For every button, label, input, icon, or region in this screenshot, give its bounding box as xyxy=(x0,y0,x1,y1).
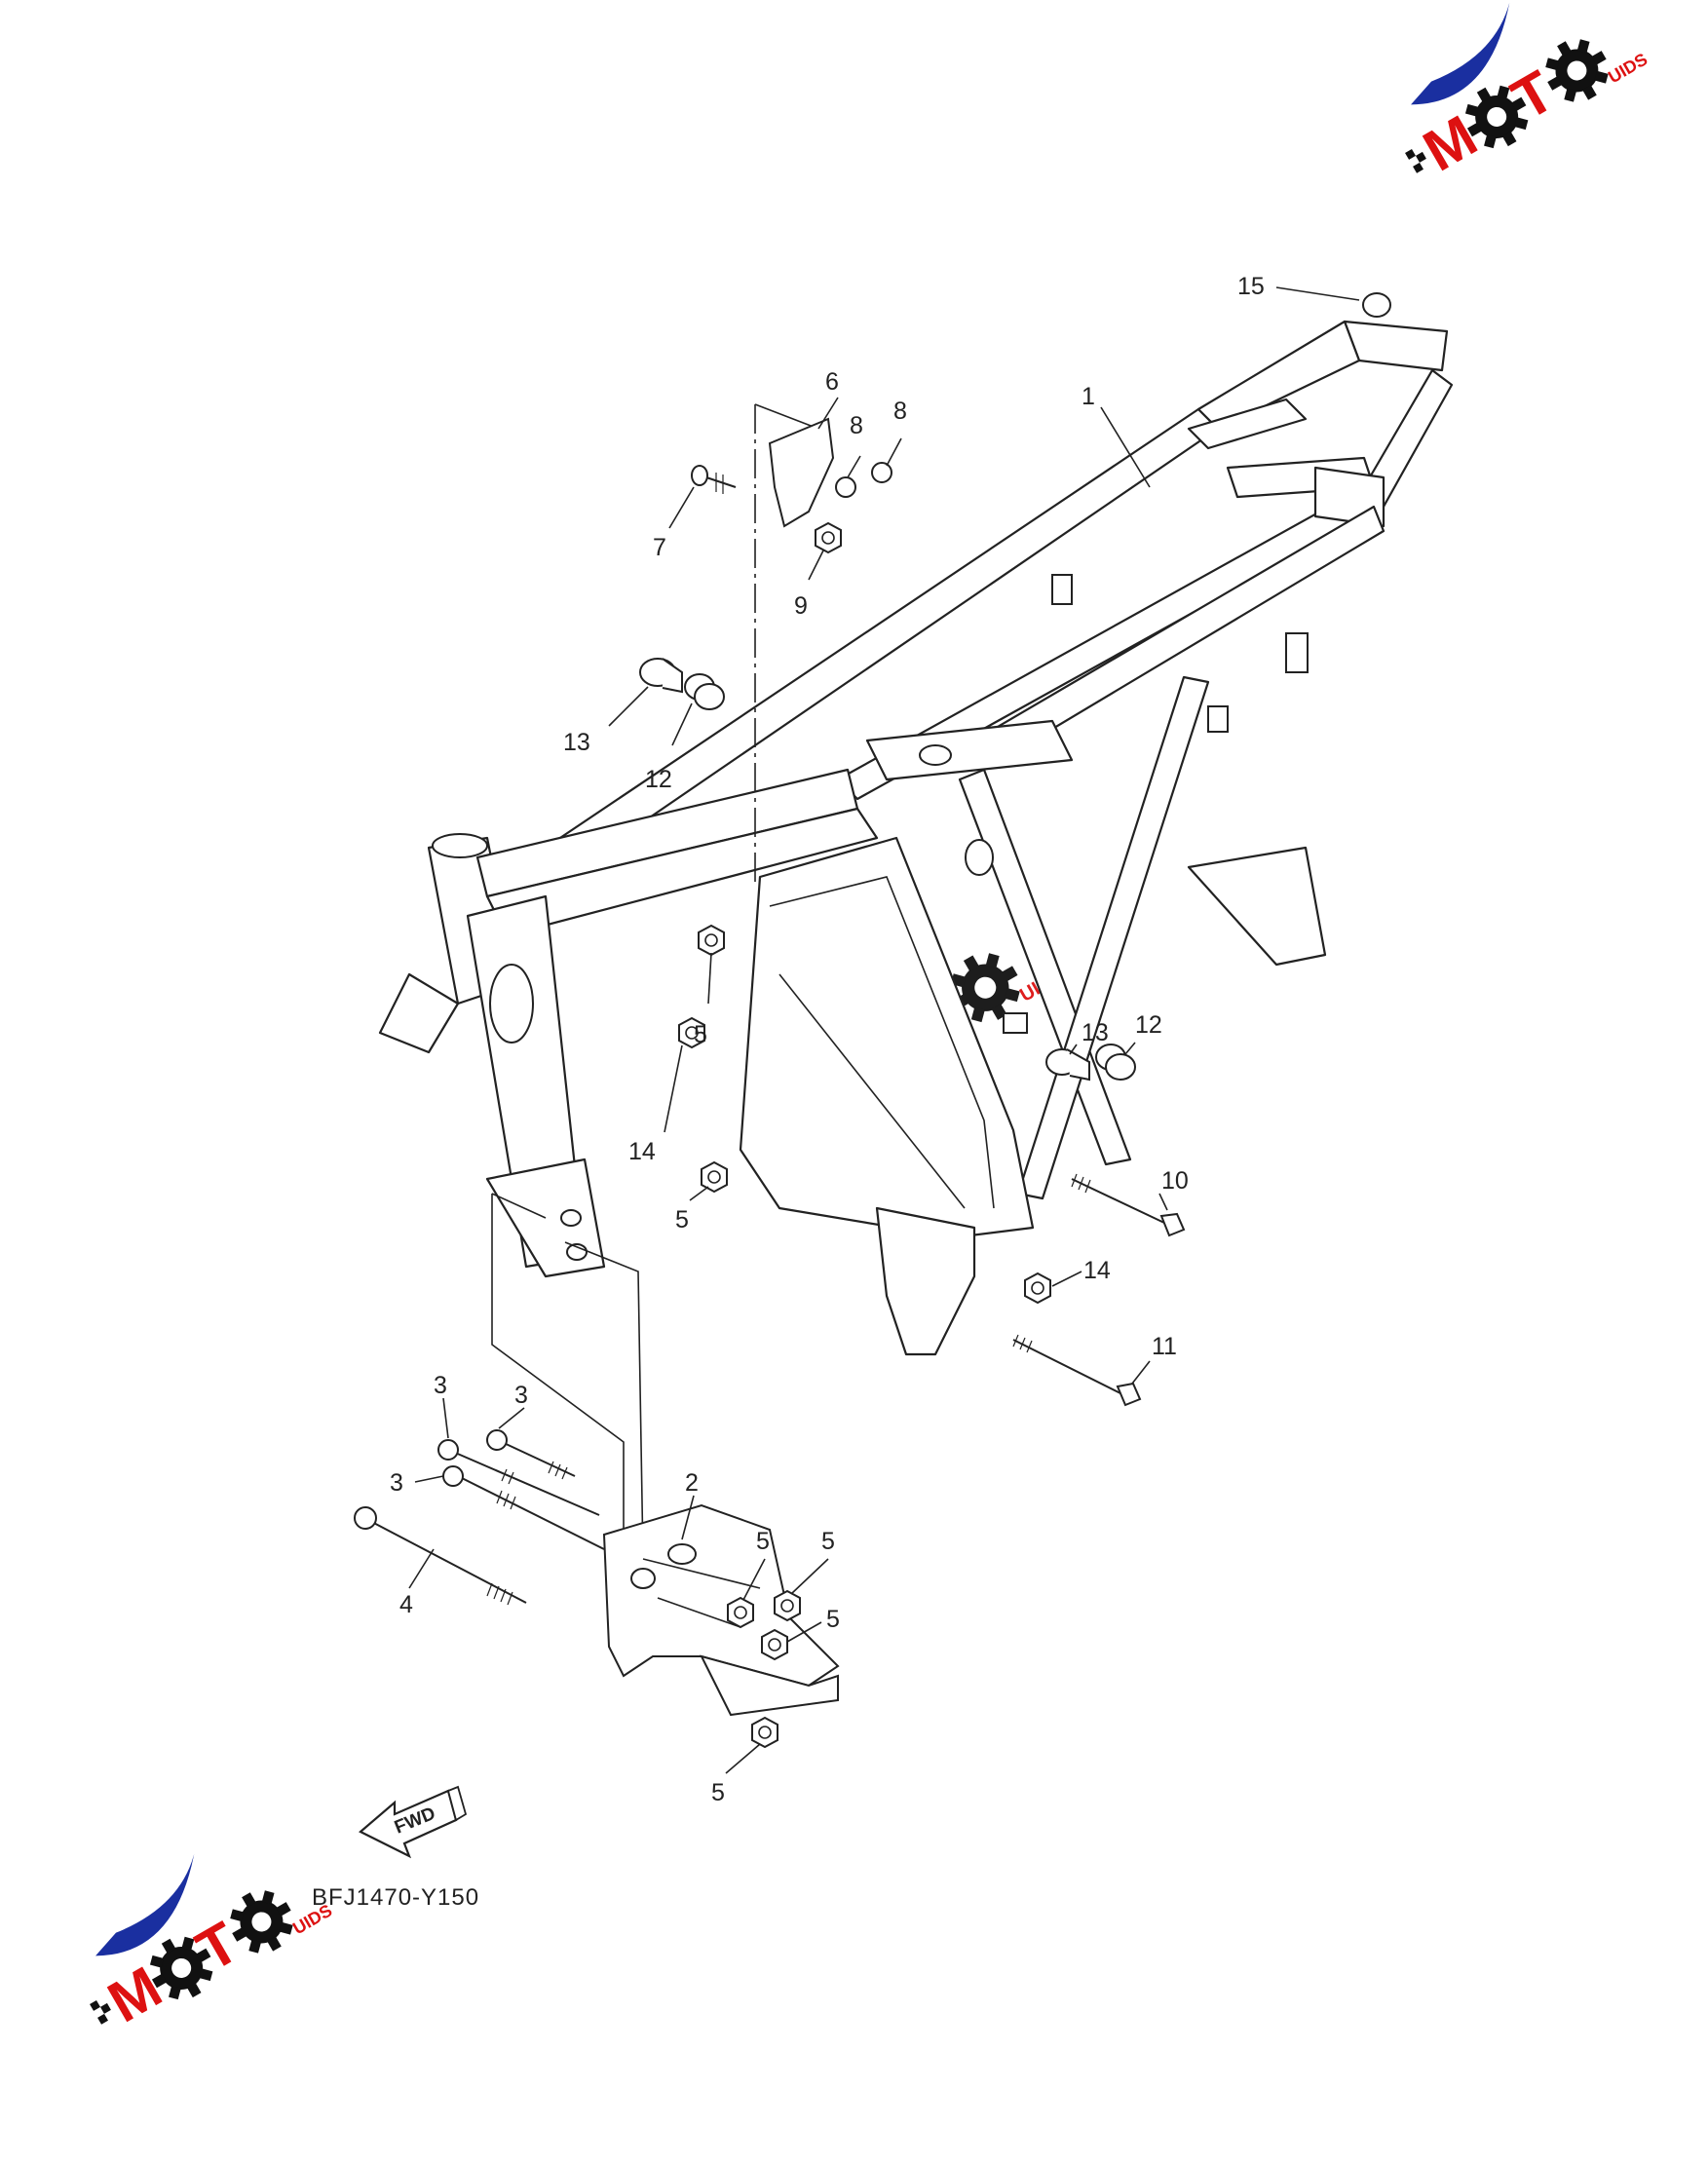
callout-4: 4 xyxy=(399,1591,413,1618)
bracket-part-6 xyxy=(768,417,835,528)
bolt-part-8b xyxy=(871,462,892,483)
callout-12a: 12 xyxy=(645,766,672,793)
bolt-part-10 xyxy=(1071,1173,1186,1237)
leader-lines xyxy=(408,286,1360,1774)
callout-11: 11 xyxy=(1152,1333,1177,1360)
nut-part-5d xyxy=(774,1590,801,1621)
main-frame-part-1 xyxy=(378,320,1454,1356)
callout-5a: 5 xyxy=(694,1021,707,1048)
collar-part-13-lower xyxy=(1045,1048,1090,1082)
bushing-part-12-upper xyxy=(684,673,725,710)
callout-5e: 5 xyxy=(826,1606,840,1633)
bushing-part-12-lower xyxy=(1095,1044,1136,1081)
callout-6: 6 xyxy=(825,368,839,396)
callout-3c: 3 xyxy=(390,1469,403,1497)
callout-8b: 8 xyxy=(893,398,907,425)
callout-12b: 12 xyxy=(1135,1011,1162,1039)
callout-15: 15 xyxy=(1237,273,1265,300)
engine-bracket-part-2 xyxy=(602,1503,840,1717)
callout-3b: 3 xyxy=(514,1382,528,1409)
callout-5d: 5 xyxy=(821,1528,835,1555)
callout-13a: 13 xyxy=(563,729,590,756)
callout-3a: 3 xyxy=(434,1372,447,1399)
logo-suffix: UIDS xyxy=(1605,50,1651,88)
moto-guids-logo-top-right: M T UIDS xyxy=(1405,2,1651,184)
bolt-part-3c xyxy=(442,1465,605,1550)
bolt-part-3b xyxy=(486,1429,576,1480)
moto-guids-logo-bottom-left: M T UIDS xyxy=(90,1853,335,2035)
callout-9: 9 xyxy=(794,592,808,620)
cap-part-15 xyxy=(1362,292,1391,318)
callout-2: 2 xyxy=(685,1469,699,1497)
bolt-part-11 xyxy=(1012,1334,1142,1407)
callout-14a: 14 xyxy=(628,1138,656,1165)
callout-7: 7 xyxy=(653,534,666,561)
reference-lines xyxy=(491,403,819,1560)
nut-part-5c xyxy=(727,1597,754,1628)
forward-direction-arrow: FWD xyxy=(359,1785,468,1859)
callout-5c: 5 xyxy=(756,1528,770,1555)
nut-part-5e xyxy=(761,1629,788,1660)
nut-part-5f xyxy=(751,1717,778,1748)
bolt-part-3a xyxy=(437,1439,600,1516)
nut-part-9 xyxy=(815,522,842,553)
bolt-part-8a xyxy=(835,476,856,498)
callout-10: 10 xyxy=(1161,1167,1189,1195)
callout-labels: 1 2 3 3 3 4 5 5 5 5 5 5 6 7 8 8 9 10 11 … xyxy=(390,273,1265,1806)
callout-5f: 5 xyxy=(711,1779,725,1806)
washer-part-5a xyxy=(698,925,725,956)
callout-5b: 5 xyxy=(675,1206,689,1234)
nut-part-14b xyxy=(1024,1272,1051,1304)
callout-1: 1 xyxy=(1082,383,1095,410)
drawing-code: BFJ1470-Y150 xyxy=(312,1884,479,1911)
callout-8a: 8 xyxy=(850,412,863,439)
callout-13b: 13 xyxy=(1082,1019,1109,1046)
collar-part-13-upper xyxy=(639,658,683,694)
callout-14b: 14 xyxy=(1083,1257,1111,1284)
bolt-part-7 xyxy=(691,465,737,494)
washer-part-5b xyxy=(701,1161,728,1193)
bolt-part-4 xyxy=(354,1506,527,1606)
